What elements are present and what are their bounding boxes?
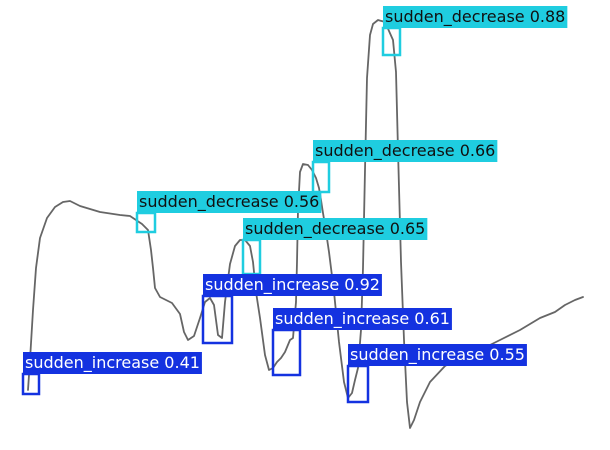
detection-label-bg-2 (137, 191, 322, 213)
detection-label-7: sudden_increase 0.41 (23, 352, 202, 374)
series-layer (27, 19, 584, 429)
detection-box-7 (21, 372, 41, 396)
detection-label-bg-5 (273, 308, 452, 330)
detection-label-1: sudden_decrease 0.66 (313, 140, 498, 162)
detection-label-3: sudden_decrease 0.65 (243, 218, 428, 240)
detection-label-text-5: sudden_increase 0.61 (275, 309, 450, 329)
detection-label-6: sudden_increase 0.55 (348, 344, 527, 366)
detection-label-text-2: sudden_decrease 0.56 (139, 192, 319, 212)
detection-label-2: sudden_decrease 0.56 (137, 191, 322, 213)
detection-label-bg-1 (313, 140, 498, 162)
detection-label-bg-0 (383, 6, 568, 28)
detection-label-4: sudden_increase 0.92 (203, 274, 382, 296)
detection-box-5 (271, 328, 302, 377)
detection-label-bg-6 (348, 344, 527, 366)
detection-label-bg-7 (23, 352, 202, 374)
detection-label-text-3: sudden_decrease 0.65 (245, 219, 425, 239)
detection-label-bg-4 (203, 274, 382, 296)
detection-label-text-0: sudden_decrease 0.88 (385, 7, 565, 27)
detection-label-0: sudden_decrease 0.88 (383, 6, 568, 28)
detection-label-text-4: sudden_increase 0.92 (205, 275, 380, 295)
detection-box-0 (381, 26, 402, 57)
detection-label-text-1: sudden_decrease 0.66 (315, 141, 495, 161)
detection-label-layer: sudden_decrease 0.88 sudden_decrease 0.66… (23, 6, 568, 374)
detection-label-5: sudden_increase 0.61 (273, 308, 452, 330)
detection-box-layer (21, 26, 402, 404)
detection-label-bg-3 (243, 218, 428, 240)
detection-box-4 (201, 294, 234, 345)
detection-label-text-6: sudden_increase 0.55 (350, 345, 525, 365)
series-line-0 (27, 19, 584, 429)
detection-label-text-7: sudden_increase 0.41 (25, 353, 200, 373)
